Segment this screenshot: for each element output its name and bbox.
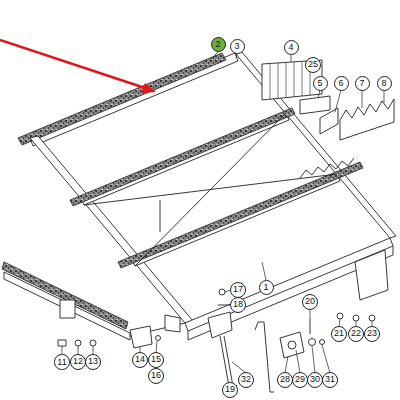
callout-circle: 3 bbox=[230, 39, 245, 54]
callout-number: 15 bbox=[151, 355, 161, 364]
callout-circle: 19 bbox=[222, 382, 238, 398]
callout-number: 30 bbox=[310, 375, 320, 384]
callout-circle: 21 bbox=[331, 326, 347, 342]
callout-number: 21 bbox=[334, 329, 344, 338]
callout-circle: 17 bbox=[230, 282, 246, 298]
callout-circle: 6 bbox=[334, 76, 349, 91]
callout-circle: 5 bbox=[313, 76, 328, 91]
callout-circle: 20 bbox=[302, 294, 318, 310]
callout-circle: 28 bbox=[277, 372, 293, 388]
callout-circle: 30 bbox=[307, 372, 323, 388]
callout-number: 12 bbox=[73, 357, 83, 366]
callout-number: 31 bbox=[325, 375, 335, 384]
callout-number: 14 bbox=[135, 355, 145, 364]
callout-circle: 23 bbox=[364, 326, 380, 342]
callout-number: 1 bbox=[263, 283, 268, 292]
callout-number: 25 bbox=[308, 60, 318, 69]
callout-circle: 7 bbox=[355, 76, 370, 91]
callout-circle: 4 bbox=[284, 40, 299, 55]
callout-number: 4 bbox=[288, 43, 293, 52]
callout-circle: 1 bbox=[259, 280, 274, 295]
callout-number: 6 bbox=[338, 79, 343, 88]
callout-number: 5 bbox=[317, 79, 322, 88]
callout-circle: 14 bbox=[132, 352, 148, 368]
callout-number: 16 bbox=[151, 371, 161, 380]
callout-number: 13 bbox=[88, 357, 98, 366]
callout-circle: 18 bbox=[230, 297, 246, 313]
callout-number: 17 bbox=[233, 285, 243, 294]
callout-circle: 15 bbox=[148, 352, 164, 368]
callout-circle: 29 bbox=[292, 372, 308, 388]
callout-number: 3 bbox=[234, 42, 239, 51]
callout-circle: 8 bbox=[377, 76, 392, 91]
callout-number: 19 bbox=[225, 385, 235, 394]
callout-number: 20 bbox=[305, 297, 315, 306]
callout-number: 23 bbox=[367, 329, 377, 338]
callout-number: 28 bbox=[280, 375, 290, 384]
callout-number: 29 bbox=[295, 375, 305, 384]
callout-number: 8 bbox=[381, 79, 386, 88]
callout-number: 11 bbox=[57, 358, 66, 367]
callout-circle: 22 bbox=[348, 326, 364, 342]
callout-circle: 32 bbox=[238, 372, 254, 388]
callout-circle: 25 bbox=[305, 57, 321, 73]
callout-circle: 12 bbox=[70, 354, 86, 370]
callout-circle: 11 bbox=[54, 354, 69, 369]
callout-circle: 2 bbox=[211, 37, 226, 52]
callout-number: 32 bbox=[241, 375, 251, 384]
callout-number: 18 bbox=[233, 300, 243, 309]
callout-number: 22 bbox=[351, 329, 361, 338]
callout-number: 7 bbox=[359, 79, 364, 88]
callout-number: 2 bbox=[215, 40, 220, 49]
callout-circle: 13 bbox=[85, 354, 101, 370]
callout-circle: 31 bbox=[322, 372, 338, 388]
callout-circle: 16 bbox=[148, 368, 164, 384]
